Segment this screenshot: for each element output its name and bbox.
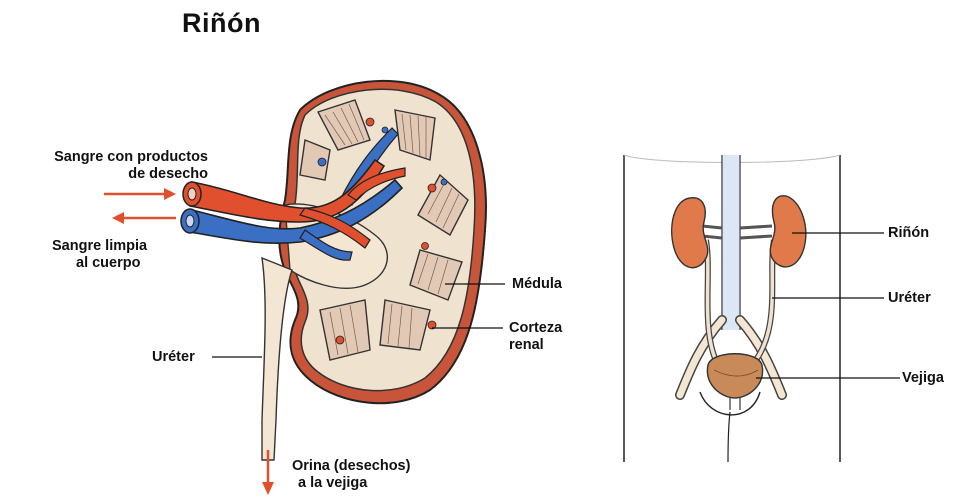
label-clean-blood: Sangre limpia al cuerpo	[52, 238, 147, 272]
label-kidney-right: Riñón	[888, 225, 929, 242]
blood-flow-arrows	[104, 188, 176, 224]
label-ureter-right: Uréter	[888, 290, 931, 307]
label-dirty-blood: Sangre con productos de desecho	[10, 149, 208, 183]
label-medulla: Médula	[512, 276, 562, 293]
label-urine-line1: Orina (desechos)	[292, 458, 410, 475]
label-urine-line2: a la vejiga	[292, 475, 410, 492]
label-renal-cortex: Corteza renal	[509, 320, 562, 354]
label-dirty-blood-line2: de desecho	[10, 166, 208, 183]
ureter-tube	[262, 258, 292, 460]
label-bladder: Vejiga	[902, 370, 944, 387]
kidney-cross-section	[181, 81, 486, 460]
label-cortex-line1: Corteza	[509, 320, 562, 337]
torso-diagram	[624, 155, 840, 462]
label-ureter-left: Uréter	[152, 349, 195, 366]
left-kidney	[672, 198, 708, 268]
label-clean-blood-line2: al cuerpo	[52, 255, 147, 272]
label-cortex-line2: renal	[509, 337, 562, 354]
right-kidney	[770, 196, 805, 267]
label-dirty-blood-line1: Sangre con productos	[10, 149, 208, 166]
label-clean-blood-line1: Sangre limpia	[52, 238, 147, 255]
label-urine: Orina (desechos) a la vejiga	[292, 458, 410, 492]
